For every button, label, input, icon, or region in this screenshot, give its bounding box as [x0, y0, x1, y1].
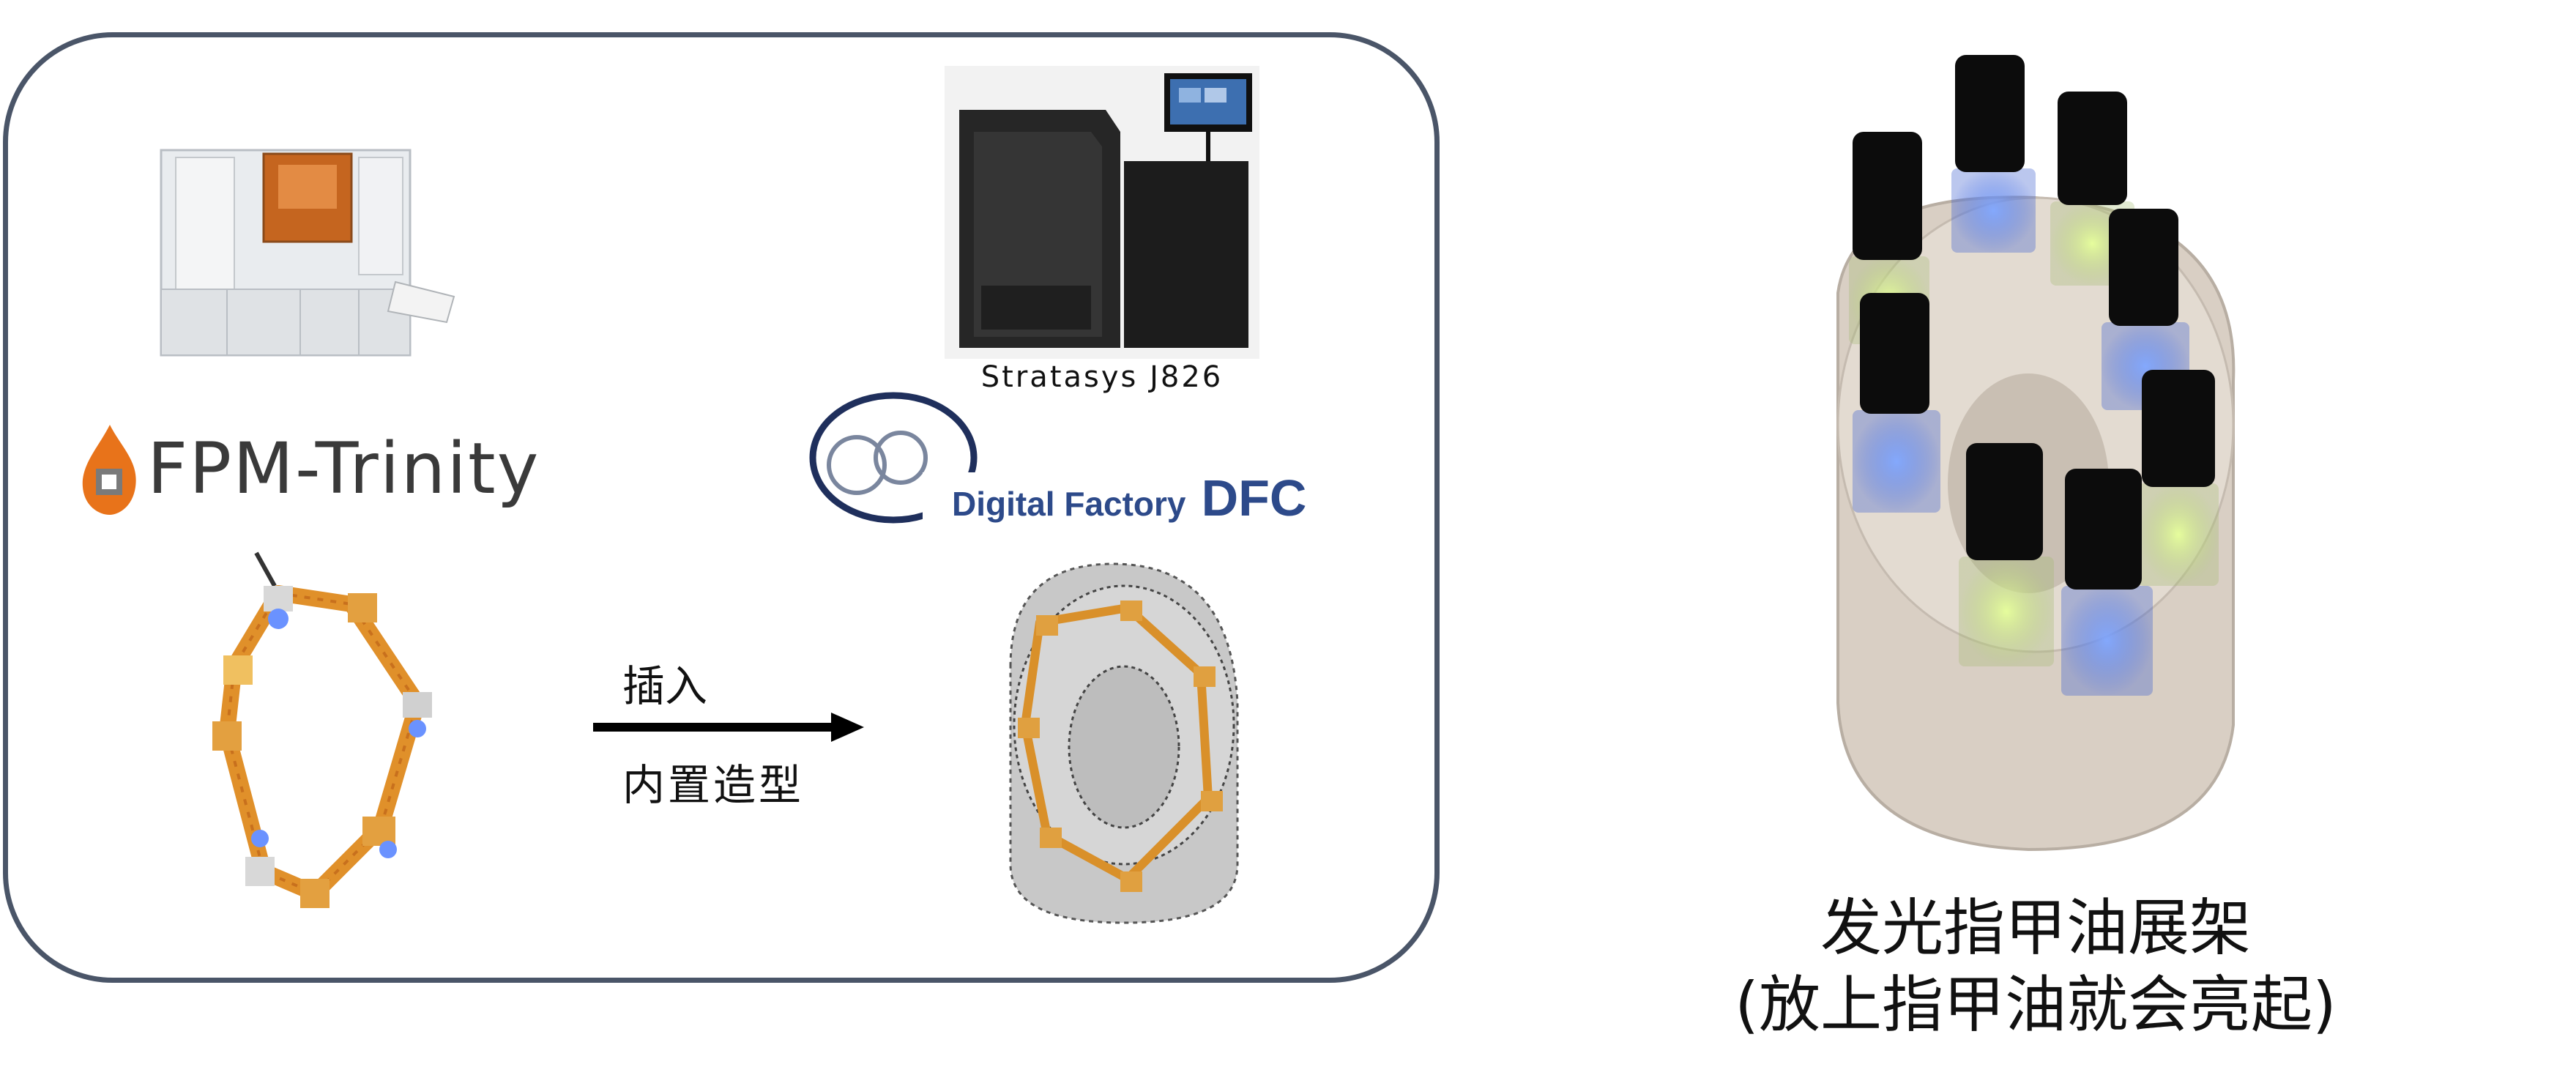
embedded-model-render — [1009, 562, 1239, 924]
right-arrow-icon — [593, 713, 864, 742]
arrow-label-insert: 插入 — [622, 661, 708, 711]
fpm-machine-image — [160, 149, 455, 357]
left-panel-frame — [3, 32, 1440, 983]
dfc-emblem-icon — [809, 392, 989, 531]
fpm-trinity-logo: FPM-Trinity — [77, 421, 540, 516]
flexible-pcb-image — [212, 551, 432, 908]
display-caption-line1: 发光指甲油展架 — [1820, 892, 2251, 964]
dfc-logo-text: Digital Factory — [952, 485, 1186, 523]
fpm-trinity-text: FPM-Trinity — [147, 428, 540, 510]
dfc-logo-abbr: DFC — [1201, 469, 1307, 527]
stratasys-j826-label: Stratasys J826 — [980, 360, 1224, 394]
led-pads — [212, 586, 432, 908]
stratasys-machine-image — [945, 66, 1259, 359]
arrow-label-embed: 内置造型 — [622, 760, 805, 810]
nail-polish-bottles — [1849, 55, 2219, 696]
dfc-logo: Digital Factory DFC — [805, 388, 1318, 535]
nail-polish-display-photo — [1836, 55, 2236, 852]
fpm-flame-icon — [82, 425, 136, 515]
display-caption-line2: (放上指甲油就会亮起) — [1735, 969, 2337, 1041]
